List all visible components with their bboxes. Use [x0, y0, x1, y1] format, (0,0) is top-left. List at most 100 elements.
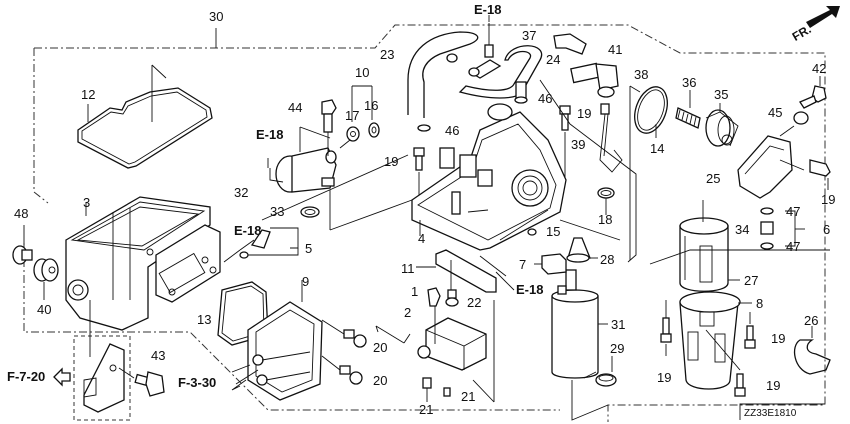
callout-47-lower[interactable]: 47: [786, 239, 801, 254]
callout-44[interactable]: 44: [288, 100, 303, 115]
callout-32[interactable]: 32: [234, 185, 249, 200]
callout-43[interactable]: 43: [151, 348, 166, 363]
f-3-30-pointer: [235, 369, 259, 385]
e18-pointers: [239, 15, 515, 291]
callout-10[interactable]: 10: [355, 65, 370, 80]
callout-20-lower[interactable]: 20: [373, 373, 388, 388]
bolt-42: [799, 76, 827, 109]
ref-e18-center[interactable]: E-18: [516, 282, 544, 297]
callout-19-left[interactable]: 19: [384, 154, 399, 169]
jet-1: [427, 287, 441, 307]
cover-25: [737, 135, 805, 199]
callout-39[interactable]: 39: [571, 137, 586, 152]
callout-19-housing-bottom[interactable]: 19: [766, 378, 781, 393]
callout-28[interactable]: 28: [600, 252, 615, 267]
callout-2[interactable]: 2: [404, 305, 412, 320]
callout-47-upper[interactable]: 47: [786, 204, 801, 219]
f-7-20-arrow: [53, 367, 71, 387]
oring-33: [300, 206, 320, 218]
carb-body-4: [261, 79, 637, 263]
callout-37[interactable]: 37: [522, 28, 537, 43]
callout-14[interactable]: 14: [650, 141, 665, 156]
callout-11[interactable]: 11: [401, 261, 415, 276]
callout-21-right[interactable]: 21: [461, 389, 476, 404]
washers-17-16: [339, 85, 380, 149]
callout-40[interactable]: 40: [37, 302, 52, 317]
callout-3[interactable]: 3: [83, 195, 91, 210]
sensor-38: [570, 62, 619, 98]
callout-34[interactable]: 34: [735, 222, 750, 237]
bracket-11: [416, 249, 507, 293]
seal-29: [583, 356, 617, 387]
callout-4[interactable]: 4: [418, 231, 426, 246]
callout-16[interactable]: 16: [364, 98, 379, 113]
callout-9[interactable]: 9: [302, 274, 310, 289]
ref-e18-regulator[interactable]: E-18: [256, 127, 284, 142]
valve-6: [760, 207, 805, 250]
bolt-43: [118, 367, 165, 397]
callout-19-mid[interactable]: 19: [577, 106, 592, 121]
damper-28: [566, 237, 598, 263]
callout-20-upper[interactable]: 20: [373, 340, 388, 355]
fr-arrow-icon: [806, 6, 840, 28]
callout-26[interactable]: 26: [804, 313, 819, 328]
callout-15[interactable]: 15: [546, 224, 561, 239]
o-ring-15: [527, 228, 537, 236]
callout-42[interactable]: 42: [812, 61, 827, 76]
callout-19-housing-left[interactable]: 19: [657, 370, 672, 385]
callout-38[interactable]: 38: [634, 67, 649, 82]
callout-8[interactable]: 8: [756, 296, 764, 311]
callout-1[interactable]: 1: [411, 284, 419, 299]
washer-45: [779, 111, 809, 137]
callout-19-right[interactable]: 19: [821, 192, 836, 207]
housing-8: [649, 249, 830, 390]
callout-21-left[interactable]: 21: [419, 402, 434, 417]
callout-12[interactable]: 12: [81, 87, 96, 102]
callout-46-right[interactable]: 46: [538, 91, 553, 106]
callout-36[interactable]: 36: [682, 75, 697, 90]
tee-37: [468, 23, 502, 79]
ref-f720[interactable]: F-7-20: [7, 369, 46, 384]
callout-18[interactable]: 18: [598, 212, 613, 227]
ref-e18-left[interactable]: E-18: [234, 223, 262, 238]
callout-35[interactable]: 35: [714, 87, 729, 102]
drain-plug-48: [12, 225, 33, 265]
ref-f330[interactable]: F-3-30: [178, 375, 217, 390]
connector-7: [534, 253, 567, 275]
callout-31[interactable]: 31: [611, 317, 626, 332]
callout-30[interactable]: 30: [209, 9, 224, 24]
hose-23: [407, 31, 479, 118]
callout-23[interactable]: 23: [380, 47, 395, 62]
callout-33[interactable]: 33: [270, 204, 285, 219]
callout-6[interactable]: 6: [823, 222, 831, 237]
oring-18: [597, 187, 615, 199]
regulator-32: [269, 126, 413, 231]
seal-40: [33, 258, 59, 300]
strainer-27: [679, 200, 740, 292]
callout-22[interactable]: 22: [467, 295, 482, 310]
callout-5[interactable]: 5: [305, 241, 313, 256]
callout-41[interactable]: 41: [608, 42, 623, 57]
clips-46: [417, 96, 528, 132]
ref-e18-top[interactable]: E-18: [474, 2, 502, 17]
callout-45[interactable]: 45: [768, 105, 783, 120]
screws-21: [422, 300, 495, 403]
spring-36: [675, 90, 701, 129]
callout-27[interactable]: 27: [744, 273, 759, 288]
filter-35: [705, 103, 739, 147]
callout-29[interactable]: 29: [610, 341, 625, 356]
float-chamber-3: [65, 196, 221, 331]
callout-48[interactable]: 48: [14, 206, 29, 221]
bolts-19-housing: [660, 300, 756, 397]
callout-13[interactable]: 13: [197, 312, 212, 327]
callout-19-housing-right[interactable]: 19: [771, 331, 786, 346]
code-box: [739, 403, 825, 420]
band-26: [793, 326, 831, 375]
fuel-pump-31: [551, 269, 609, 421]
callout-25[interactable]: 25: [706, 171, 721, 186]
callout-24[interactable]: 24: [546, 52, 561, 67]
callout-17[interactable]: 17: [345, 108, 360, 123]
callout-7[interactable]: 7: [519, 257, 527, 272]
callout-46-left[interactable]: 46: [445, 123, 460, 138]
